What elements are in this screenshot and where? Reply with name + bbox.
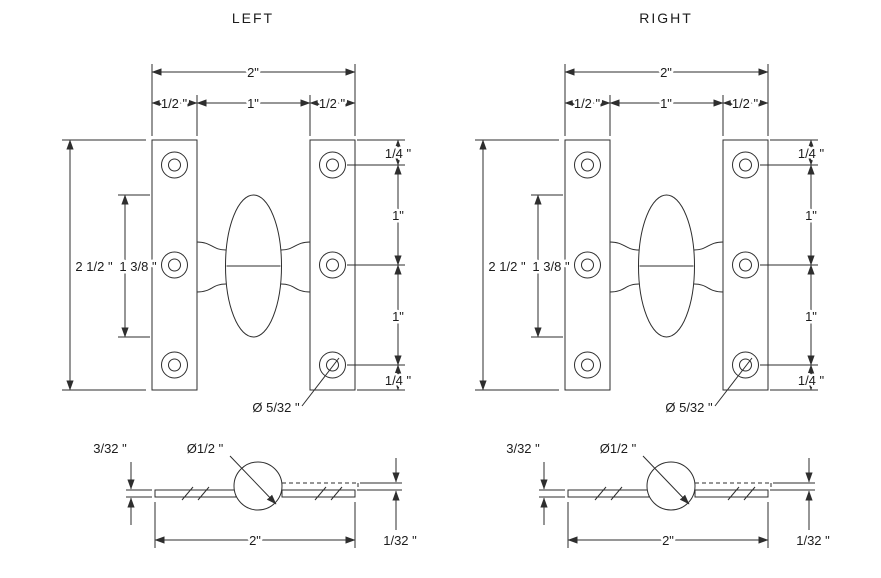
diagram-title: LEFT bbox=[232, 10, 274, 26]
dim-knuckle-length-label: 1 3/8 " bbox=[532, 259, 570, 274]
dim-right-margin-label: 1/2 " bbox=[732, 96, 759, 111]
dim-bottom-offset-label: 1/4 " bbox=[798, 373, 825, 388]
side-overall-width-label: 2" bbox=[662, 533, 674, 548]
dim-center-span-label: 1" bbox=[660, 96, 672, 111]
dim-overall-width-label: 2" bbox=[660, 65, 672, 80]
dim-center-span-label: 1" bbox=[247, 96, 259, 111]
right-diagram-labels: RIGHT 2" 1/2 " 1" 1/2 " 2 1/2 " 1 3/8 " … bbox=[486, 8, 833, 551]
screw-hole-diameter-label: Ø 5/32 " bbox=[665, 400, 713, 415]
dim-overall-height-label: 2 1/2 " bbox=[488, 259, 526, 274]
dim-right-margin-label: 1/2 " bbox=[319, 96, 346, 111]
leaf-offset-label: 1/32 " bbox=[796, 533, 830, 548]
dim-overall-height-label: 2 1/2 " bbox=[75, 259, 113, 274]
knuckle-diameter-label: Ø1/2 " bbox=[600, 441, 637, 456]
leaf-offset-label: 1/32 " bbox=[383, 533, 417, 548]
dim-upper-spacing-label: 1" bbox=[805, 208, 817, 223]
dim-overall-width-label: 2" bbox=[247, 65, 259, 80]
knuckle-diameter-label: Ø1/2 " bbox=[187, 441, 224, 456]
dim-lower-spacing-label: 1" bbox=[805, 309, 817, 324]
left-hinge-diagram: LEFT 2" 1/2 " 1" 1/2 " 2 1/2 " 1 3/8 " 1… bbox=[62, 8, 420, 551]
dim-upper-spacing-label: 1" bbox=[392, 208, 404, 223]
side-overall-width-label: 2" bbox=[249, 533, 261, 548]
dim-bottom-offset-label: 1/4 " bbox=[385, 373, 412, 388]
dim-left-margin-label: 1/2 " bbox=[574, 96, 601, 111]
diagram-title: RIGHT bbox=[639, 10, 693, 26]
dim-top-offset-label: 1/4 " bbox=[798, 146, 825, 161]
leaf-thickness-label: 3/32 " bbox=[93, 441, 127, 456]
left-diagram-labels: LEFT 2" 1/2 " 1" 1/2 " 2 1/2 " 1 3/8 " 1… bbox=[73, 8, 420, 551]
dim-left-margin-label: 1/2 " bbox=[161, 96, 188, 111]
leaf-thickness-label: 3/32 " bbox=[506, 441, 540, 456]
screw-hole-diameter-label: Ø 5/32 " bbox=[252, 400, 300, 415]
right-hinge-diagram: RIGHT 2" 1/2 " 1" 1/2 " 2 1/2 " 1 3/8 " … bbox=[475, 8, 833, 551]
dim-top-offset-label: 1/4 " bbox=[385, 146, 412, 161]
dim-lower-spacing-label: 1" bbox=[392, 309, 404, 324]
dim-knuckle-length-label: 1 3/8 " bbox=[119, 259, 157, 274]
